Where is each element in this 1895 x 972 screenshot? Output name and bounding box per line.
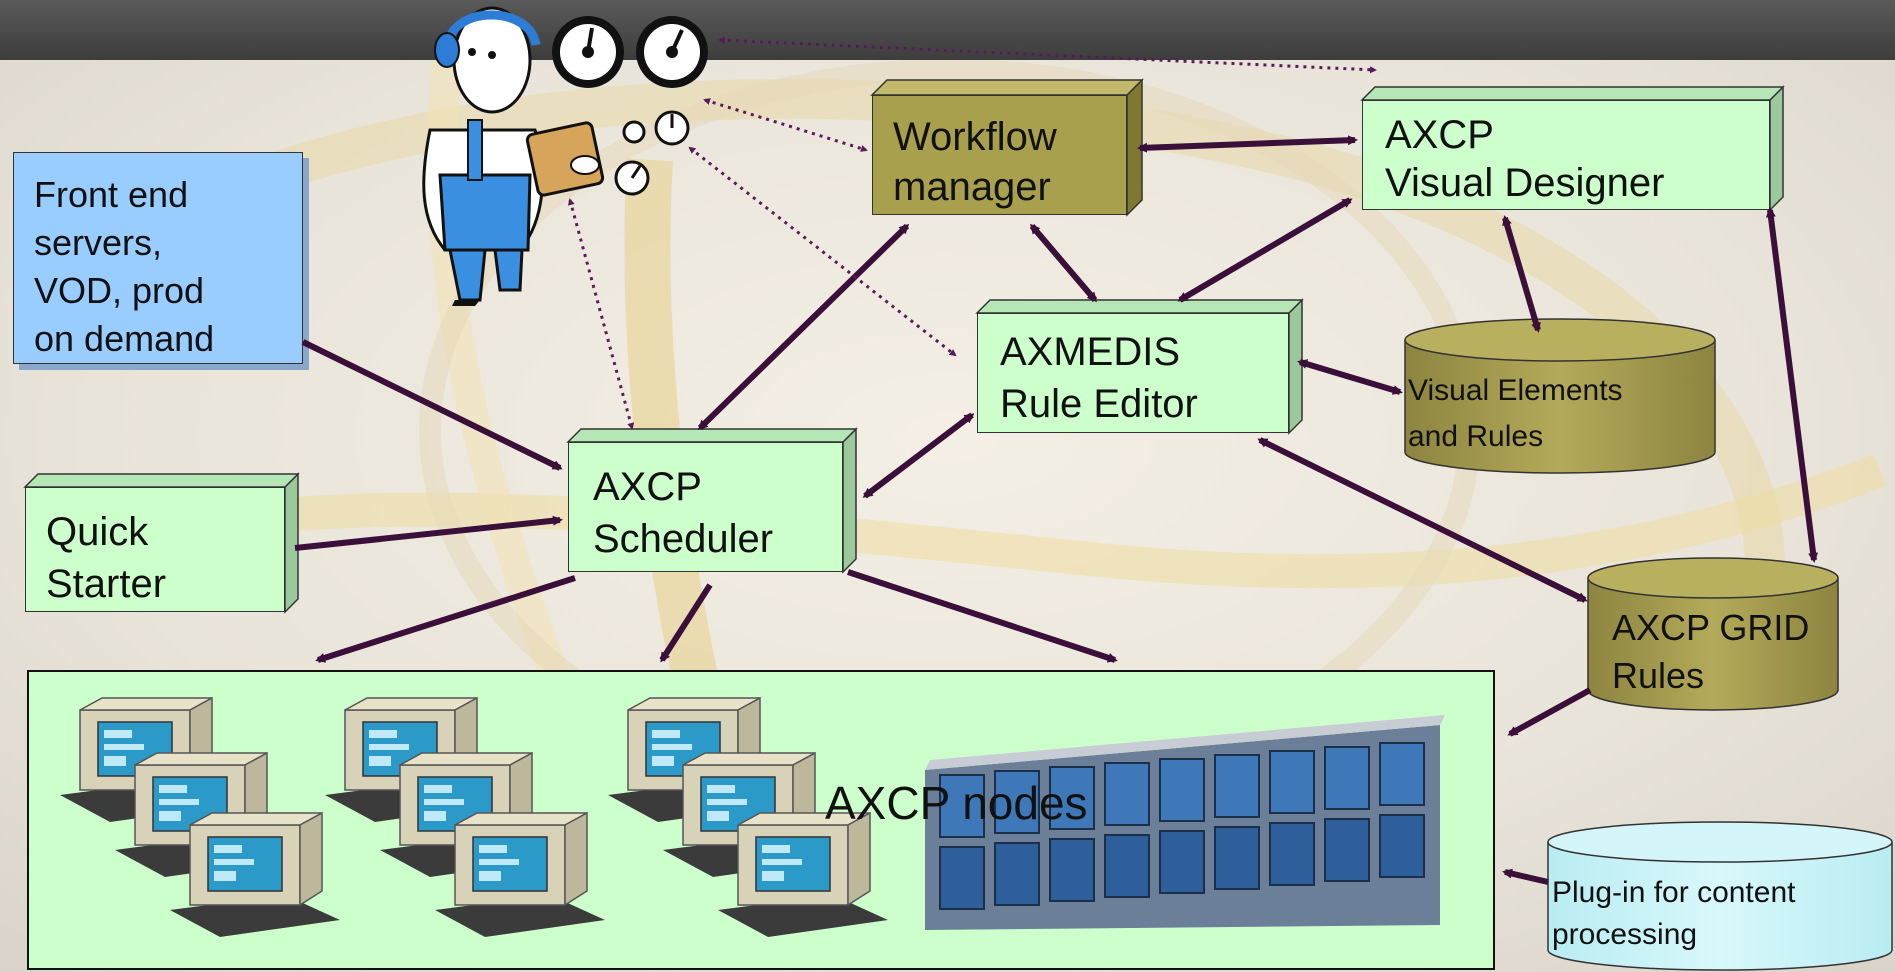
axmedis-rule-editor-box: AXMEDIS Rule Editor <box>977 313 1289 433</box>
visual-elements-line-2: and Rules <box>1408 420 1544 453</box>
workflow-line-1: Workflow <box>893 115 1057 159</box>
front-end-line-1: Front end <box>34 174 189 215</box>
quick-starter-box: Quick Starter <box>25 487 285 612</box>
quick-starter-line-2: Starter <box>46 562 167 606</box>
scheduler-line-2: Scheduler <box>593 517 774 561</box>
grid-rules-line-1: AXCP GRID <box>1612 607 1810 648</box>
front-end-servers-box: Front end servers, VOD, prod on demand <box>13 152 303 364</box>
grid-rules-label: AXCP GRID Rules <box>1612 604 1809 700</box>
quick-starter-line-1: Quick <box>46 510 149 554</box>
header-bar <box>0 0 1895 60</box>
grid-rules-line-2: Rules <box>1612 655 1705 696</box>
workflow-manager-box: Workflow manager <box>872 95 1127 215</box>
front-end-line-4: on demand <box>34 318 215 359</box>
visual-elements-label: Visual Elements and Rules <box>1408 368 1623 460</box>
plugin-line-2: processing <box>1552 918 1698 951</box>
axcp-nodes-panel <box>27 670 1495 970</box>
axcp-scheduler-box: AXCP Scheduler <box>568 442 843 572</box>
visual-designer-line-1: AXCP <box>1385 113 1494 157</box>
plugin-label: Plug-in for content processing <box>1552 872 1795 956</box>
workflow-line-2: manager <box>893 165 1051 209</box>
plugin-line-1: Plug-in for content <box>1552 876 1796 909</box>
axcp-nodes-label: AXCP nodes <box>825 777 1088 829</box>
rule-editor-line-2: Rule Editor <box>1000 382 1198 426</box>
front-end-line-2: servers, <box>34 222 163 263</box>
rule-editor-line-1: AXMEDIS <box>1000 330 1181 374</box>
front-end-line-3: VOD, prod <box>34 270 205 311</box>
visual-elements-line-1: Visual Elements <box>1408 374 1623 407</box>
visual-designer-line-2: Visual Designer <box>1385 161 1665 205</box>
axcp-visual-designer-box: AXCP Visual Designer <box>1362 100 1770 210</box>
scheduler-line-1: AXCP <box>593 465 702 509</box>
